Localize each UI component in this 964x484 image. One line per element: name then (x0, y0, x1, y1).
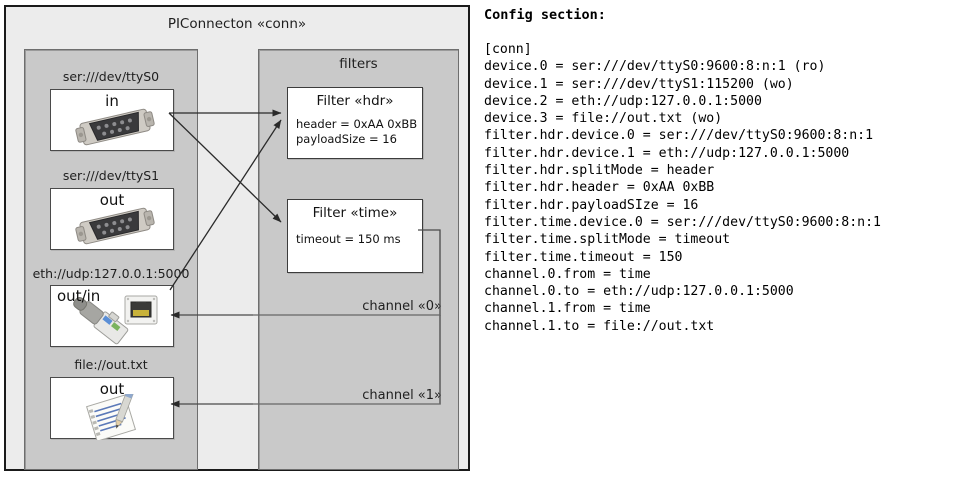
config-section: Config section: [conn] device.0 = ser://… (482, 0, 964, 484)
device-box-ttys0[interactable]: in (50, 89, 174, 151)
filter-title-time: Filter «time» (312, 205, 398, 221)
filter-prop: payloadSize = 16 (296, 132, 397, 146)
filter-prop: header = 0xAA 0xBB (296, 117, 418, 131)
device-label-file: file://out.txt (74, 357, 148, 372)
device-label-ttys0: ser:///dev/ttyS0 (62, 69, 160, 84)
device-io-file: out (99, 380, 125, 398)
device-box-ttys1[interactable]: out (50, 188, 174, 250)
device-label-ttys1: ser:///dev/ttyS1 (62, 168, 160, 183)
device-io-eth: out/in (57, 287, 101, 305)
device-io-ttys1: out (99, 191, 125, 209)
diagram-title: PIConnecton «conn» (167, 16, 307, 32)
filter-box-time[interactable]: Filter «time» timeout = 150 ms (287, 199, 423, 273)
serial-connector-icon (73, 106, 157, 152)
config-heading: Config section: (484, 7, 606, 23)
device-box-file[interactable]: out (50, 377, 174, 442)
serial-connector-icon (73, 205, 157, 251)
channel-label-0: channel «0» (362, 299, 442, 314)
filter-title-hdr: Filter «hdr» (316, 93, 394, 109)
connection-diagram: PIConnecton «conn» ser:///dev/ttyS0 in (0, 0, 476, 484)
filters-panel-title: filters (339, 56, 378, 72)
device-label-eth: eth://udp:127.0.0.1:5000 (32, 266, 190, 281)
filter-props-time: timeout = 150 ms (296, 232, 401, 247)
filter-props-hdr: header = 0xAA 0xBB payloadSize = 16 (296, 117, 417, 147)
connection-outer-box: PIConnecton «conn» ser:///dev/ttyS0 in (4, 5, 470, 471)
filter-box-hdr[interactable]: Filter «hdr» header = 0xAA 0xBB payloadS… (287, 87, 423, 159)
device-io-ttys0: in (105, 92, 119, 110)
text-file-icon (85, 390, 151, 444)
filter-prop: timeout = 150 ms (296, 232, 401, 246)
channel-label-1: channel «1» (362, 388, 442, 403)
device-box-eth[interactable]: out/in (50, 285, 174, 347)
config-text: [conn] device.0 = ser:///dev/ttyS0:9600:… (484, 42, 881, 334)
